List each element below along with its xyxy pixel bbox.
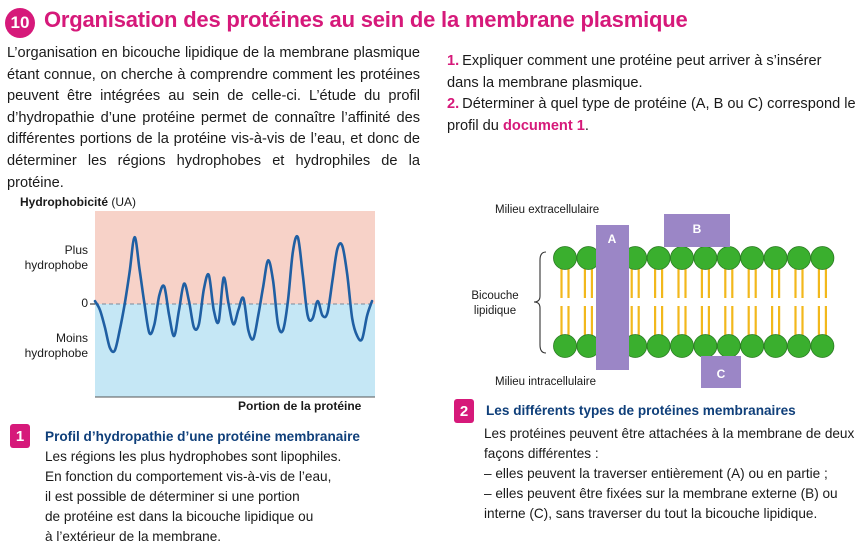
- chart-y-axis-unit: (UA): [108, 195, 137, 209]
- lipid-head: [740, 246, 765, 270]
- y-label-plus-hydrophobe: Plus hydrophobe: [24, 243, 88, 272]
- lipid-head: [810, 334, 835, 358]
- document-2-text: Les protéines peuvent être attachées à l…: [484, 424, 859, 524]
- lipid-head: [787, 246, 811, 270]
- question-1: 1.Expliquer comment une protéine peut ar…: [447, 51, 857, 94]
- chart-y-axis-title: Hydrophobicité (UA): [20, 195, 136, 209]
- document-2-line: – elles peuvent être fixées sur la membr…: [484, 486, 838, 521]
- lipid-head: [740, 334, 765, 358]
- label-milieu-intracellulaire: Milieu intracellulaire: [495, 376, 596, 388]
- label-milieu-extracellulaire: Milieu extracellulaire: [495, 204, 600, 216]
- document-1-text: Les régions les plus hydrophobes sont li…: [45, 447, 375, 547]
- bicouche-brace: [533, 251, 547, 354]
- protein-a: [596, 225, 629, 370]
- document-1-badge: 1: [10, 424, 30, 448]
- document-2-badge: 2: [454, 399, 474, 423]
- lipid-head: [693, 334, 718, 358]
- lipid-head: [763, 246, 788, 270]
- question-2-number: 2.: [447, 96, 460, 112]
- document-1-title: Profil d’hydropathie d’une protéine memb…: [45, 429, 360, 444]
- lipid-head: [693, 246, 718, 270]
- question-1-number: 1.: [447, 53, 460, 69]
- lipid-head: [670, 334, 694, 358]
- lipid-head: [646, 246, 671, 270]
- protein-a-label: A: [608, 232, 617, 246]
- document-1-line: à l’extérieur de la membrane.: [45, 529, 222, 544]
- document-1-line: Les régions les plus hydrophobes sont li…: [45, 449, 342, 464]
- document-2-line: Les protéines peuvent être attachées à l…: [484, 426, 855, 461]
- document-1-line: En fonction du comportement vis-à-vis de…: [45, 469, 332, 484]
- hydropathy-curve: [93, 234, 374, 354]
- document-1-line: il est possible de déterminer si une por…: [45, 489, 300, 504]
- protein-c-label: C: [717, 367, 726, 381]
- label-bicouche-lipidique: Bicouche lipidique: [471, 290, 519, 317]
- chart-x-axis-title: Portion de la protéine: [238, 399, 362, 413]
- y-label-zero: 0: [81, 296, 88, 310]
- lipid-head: [646, 334, 671, 358]
- lipid-heads: [553, 246, 835, 358]
- intro-paragraph: L’organisation en bicouche lipidique de …: [7, 45, 420, 191]
- document-2-line: – elles peuvent la traverser entièrement…: [484, 466, 828, 481]
- y-label-moins-hydrophobe: Moins hydrophobe: [24, 331, 88, 360]
- document-1-line: de protéine est dans la bicouche lipidiq…: [45, 509, 314, 524]
- lipid-head: [810, 246, 835, 270]
- lipid-head: [787, 334, 811, 358]
- section-number-badge: 10: [5, 8, 35, 38]
- document-1-link[interactable]: document 1: [502, 117, 585, 134]
- lipid-head: [553, 334, 577, 358]
- question-2: 2.Déterminer à quel type de protéine (A,…: [447, 94, 862, 137]
- page-title: Organisation des protéines au sein de la…: [44, 7, 688, 32]
- lipid-head: [670, 246, 694, 270]
- question-2-end: .: [584, 117, 589, 134]
- protein-c: [701, 356, 741, 388]
- chart-y-axis-name: Hydrophobicité: [20, 195, 109, 209]
- question-2-text: Déterminer à quel type de protéine (A, B…: [447, 96, 856, 134]
- protein-b: [664, 214, 730, 247]
- lipid-head: [716, 246, 741, 270]
- lipid-head: [553, 246, 577, 270]
- lipid-head: [716, 334, 741, 358]
- document-2-title: Les différents types de protéines membra…: [486, 403, 796, 418]
- lipid-head: [763, 334, 788, 358]
- question-1-text: Expliquer comment une protéine peut arri…: [447, 53, 822, 91]
- protein-b-label: B: [693, 222, 702, 236]
